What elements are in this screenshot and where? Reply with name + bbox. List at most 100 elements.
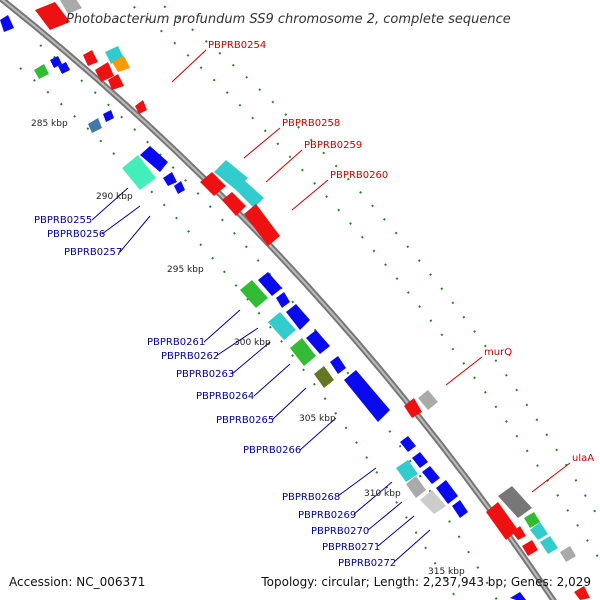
gene-feature — [50, 56, 62, 68]
gene-label: PBPRB0262 — [161, 351, 219, 362]
leader-lines — [91, 49, 571, 563]
gene-feature — [524, 512, 540, 528]
gene-feature — [140, 146, 168, 172]
accession-text: Accession: NC_006371 — [9, 575, 145, 589]
gene-feature — [422, 466, 440, 484]
track-inner-2 — [19, 67, 459, 600]
gene-feature — [108, 74, 124, 90]
track-outer-2 — [154, 0, 600, 521]
gene-label: PBPRB0261 — [147, 337, 205, 348]
gene-feature — [330, 356, 346, 374]
gene-feature — [344, 370, 390, 422]
gene-feature — [522, 540, 538, 556]
backbone — [0, 0, 557, 600]
reverse-gene-labels: PBPRB0255 PBPRB0256 PBPRB0257 PBPRB0261 … — [34, 215, 396, 569]
gene-label: PBPRB0272 — [338, 558, 396, 569]
leader-line — [253, 363, 291, 397]
gene-feature — [214, 160, 248, 190]
gene-feature — [420, 490, 446, 514]
gene-feature — [234, 180, 264, 208]
gene-feature — [163, 172, 177, 186]
gene-feature — [60, 0, 82, 14]
gene-feature — [240, 280, 268, 308]
gene-feature — [258, 272, 282, 296]
gene-feature — [574, 586, 590, 600]
gene-feature — [222, 192, 246, 216]
backbone-inner — [0, 0, 555, 600]
gene-label: murQ — [484, 347, 512, 358]
leader-line — [265, 149, 303, 183]
gene-feature — [174, 181, 185, 194]
leader-line — [215, 327, 259, 357]
leader-line — [119, 215, 151, 253]
gene-feature — [540, 536, 558, 554]
tick-label: 290 kbp — [96, 192, 133, 202]
gene-feature — [486, 502, 518, 540]
tick-label: 285 kbp — [31, 119, 68, 129]
leader-line — [393, 529, 431, 563]
leader-line — [231, 341, 271, 375]
leader-line — [91, 187, 129, 221]
leader-line — [353, 481, 393, 515]
gene-feature — [404, 398, 422, 418]
leader-line — [367, 501, 403, 531]
gene-feature — [314, 366, 334, 388]
gene-label: PBPRB0269 — [298, 510, 356, 521]
leader-line — [203, 309, 241, 343]
gene-feature — [135, 100, 147, 114]
leader-line — [445, 356, 483, 386]
map-title: Photobacterium profundum SS9 chromosome … — [66, 12, 511, 27]
gene-label: PBPRB0263 — [176, 369, 234, 380]
gene-feature — [200, 172, 226, 196]
leader-line — [531, 462, 571, 493]
leader-line — [101, 205, 141, 235]
gene-feature — [286, 304, 310, 330]
tick-label: 315 kbp — [428, 567, 465, 577]
tick-label: 310 kbp — [364, 489, 401, 499]
gene-feature — [0, 15, 14, 32]
tick-label: 300 kbp — [234, 338, 271, 348]
gene-feature — [34, 64, 49, 79]
summary-text: Topology: circular; Length: 2,237,943 bp… — [260, 575, 591, 589]
gene-feature — [35, 2, 70, 30]
gene-label: PBPRB0254 — [208, 40, 266, 51]
gene-label: ulaA — [572, 453, 594, 464]
gene-feature — [396, 460, 418, 482]
gene-feature — [276, 292, 290, 308]
gene-label: PBPRB0270 — [311, 526, 369, 537]
leader-line — [377, 515, 415, 547]
gene-feature — [306, 330, 330, 354]
gene-feature — [400, 436, 416, 452]
gene-label: PBPRB0259 — [304, 140, 362, 151]
gene-feature — [58, 62, 70, 74]
gene-feature — [406, 476, 426, 498]
gene-label: PBPRB0256 — [47, 229, 105, 240]
gene-feature — [244, 204, 280, 246]
gene-feature — [83, 50, 98, 66]
gene-label: PBPRB0255 — [34, 215, 92, 226]
leader-line — [171, 49, 207, 83]
tick-label: 295 kbp — [167, 265, 204, 275]
gene-feature — [510, 592, 526, 600]
leader-line — [337, 467, 377, 497]
gene-label: PBPRB0260 — [330, 170, 388, 181]
gene-label: PBPRB0257 — [64, 247, 122, 258]
gene-feature — [436, 480, 458, 504]
gene-label: PBPRB0268 — [282, 492, 340, 503]
leader-line — [271, 387, 307, 421]
gene-feature — [112, 56, 130, 72]
gene-feature — [418, 390, 438, 410]
track-outer-1 — [124, 0, 600, 561]
gene-feature — [122, 155, 156, 190]
gene-feature — [560, 546, 576, 562]
leader-line — [243, 127, 281, 159]
leader-line — [299, 417, 337, 451]
tick-labels: 285 kbp 290 kbp 295 kbp 300 kbp 305 kbp … — [31, 119, 465, 577]
gene-feature — [290, 338, 316, 366]
gene-feature — [530, 522, 548, 540]
gene-feature — [412, 452, 428, 468]
forward-gene-labels: PBPRB0254 PBPRB0258 PBPRB0259 PBPRB0260 … — [208, 40, 594, 464]
